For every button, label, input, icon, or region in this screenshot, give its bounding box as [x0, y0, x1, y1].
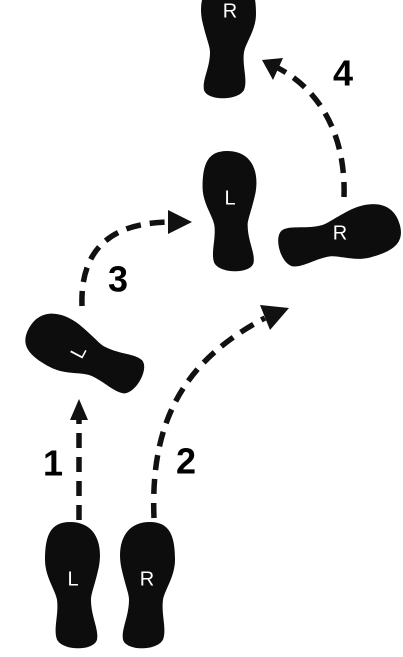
step-number-2: 2	[176, 441, 196, 482]
step2-arrow	[154, 305, 289, 518]
footprint-step1-left: L	[17, 304, 150, 408]
footprint-letter: L	[67, 568, 78, 590]
footprint-step3-right: R	[274, 197, 403, 279]
footprint-start-right: R	[120, 522, 175, 648]
footprint-start-left: L	[45, 522, 100, 648]
step4-arrow	[262, 58, 344, 197]
step3-arrow	[82, 210, 192, 306]
step-number-1: 1	[43, 443, 63, 484]
footprint-letter: R	[223, 0, 237, 22]
step-number-3: 3	[108, 259, 128, 300]
footprint-letter: R	[333, 222, 347, 244]
footprint-letter: L	[224, 187, 235, 209]
footprint-step4-right: R	[201, 0, 256, 98]
step-number-4: 4	[333, 53, 353, 94]
footprint-letter: R	[140, 568, 154, 590]
step1-arrow	[70, 399, 88, 520]
footprint-step2-left: L	[203, 151, 257, 271]
